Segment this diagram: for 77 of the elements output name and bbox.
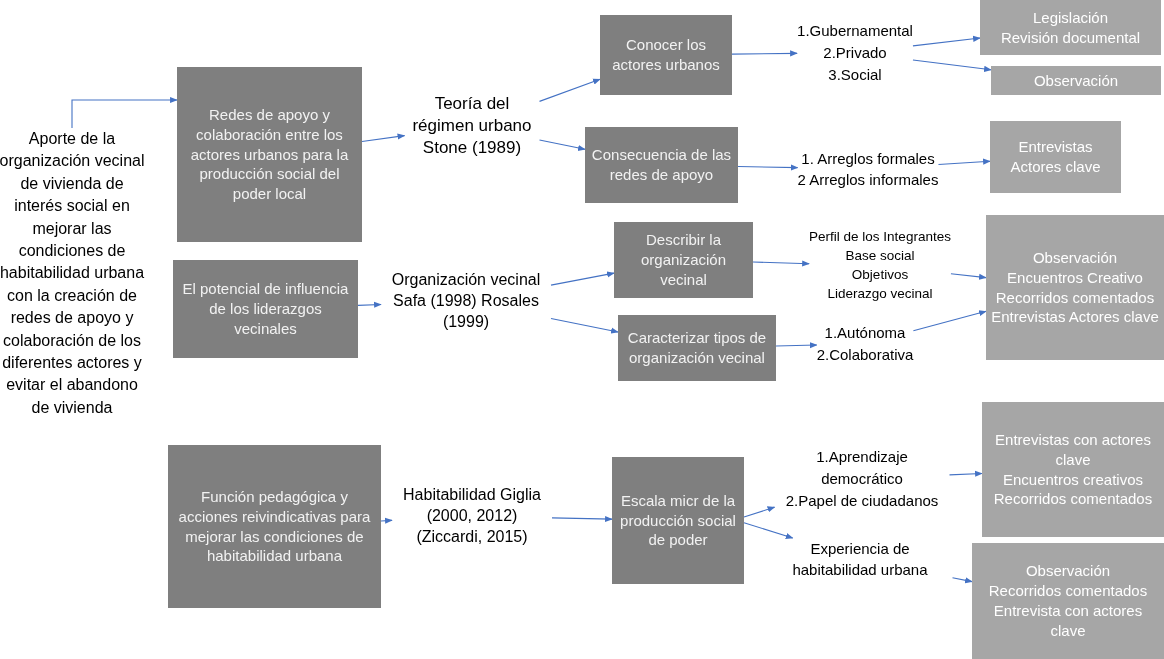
arrow (71, 96, 178, 129)
box-label: Consecuencia de las redes de apoyo (590, 145, 733, 185)
process-box (168, 445, 381, 608)
box-label: Función pedagógica y acciones reivindicativas para mejorar las condiciones de habitabilidad urbana (177, 486, 372, 567)
process-box (177, 67, 362, 242)
method-box (990, 121, 1121, 193)
arrow (737, 164, 799, 171)
arrow (912, 59, 992, 72)
box-label: El potencial de influencia de los liderazgos vecinales (181, 279, 350, 339)
arrow (752, 260, 810, 267)
diagram-text: Base social (844, 246, 916, 265)
box-label: Encuentros Creativo (1007, 267, 1143, 288)
box-label: Actores clave (1010, 157, 1101, 177)
process-box (612, 457, 744, 584)
box-label: Caracterizar tipos de organización vecinal (626, 328, 768, 368)
box-label: Redes de apoyo y colaboración entre los actores urbanos para la producción social del poder local (189, 105, 350, 204)
process-box (618, 315, 776, 381)
diagram-text: Aporte de la organización vecinal de vivienda de interés social en mejorar las condiciones de habitabilidad urbana con la creación de redes de apoyo y colaboración de los diferentes actores y evitar el abandono de vivienda (0, 129, 145, 418)
arrow (743, 522, 794, 539)
diagram-text: Perfil de los Integrantes (809, 228, 951, 246)
arrow (775, 342, 818, 349)
box-label: Observación (1032, 247, 1118, 268)
box-label: Escala micr de la producción social de poder (619, 490, 737, 551)
arrow (538, 139, 586, 151)
process-box (614, 222, 753, 298)
box-label: Encuentros creativos (1002, 469, 1144, 490)
box-label: Recorridos comentados (993, 489, 1153, 510)
box-label: Observación (1033, 70, 1119, 91)
box-label: Describir la organización vecinal (639, 230, 728, 290)
box-label: Recorridos comentados (988, 581, 1148, 601)
arrow (361, 133, 406, 143)
diagram-text: 1.Gubernamental (797, 21, 913, 41)
arrow (743, 506, 776, 518)
diagram-text: 2.Papel de ciudadanos (784, 490, 940, 511)
diagram-text: 2.Colaborativa (816, 344, 914, 365)
diagram-text: 1.Autónoma (823, 323, 907, 343)
diagram-text: 3.Social (827, 64, 883, 85)
diagram-text: Organización vecinal Safa (1998) Rosales (1999) (390, 270, 542, 332)
diagram-text: Teoría del régimen urbano Stone (1989) (411, 93, 533, 160)
box-label: Recorridos comentados (995, 287, 1155, 308)
diagram-text: Habitabilidad Giglia (2000, 2012) (Ziccardi, 2015) (402, 485, 542, 547)
diagram-text: Experiencia de habitabilidad urbana (791, 539, 929, 580)
method-box (991, 66, 1161, 95)
box-label: Legislación (1032, 7, 1109, 28)
box-label: Revisión documental (1000, 27, 1141, 48)
arrow (951, 577, 973, 584)
arrow (948, 470, 983, 477)
diagram-text: 2 Arreglos informales (797, 170, 939, 190)
arrow (551, 515, 613, 523)
arrow (550, 271, 615, 286)
arrow (937, 158, 991, 166)
diagram-text: Liderazgo vecinal (826, 284, 934, 303)
arrow (912, 35, 981, 47)
box-label: Entrevista con actores clave (992, 601, 1144, 641)
box-label: Entrevistas Actores clave (991, 307, 1159, 328)
box-label: Entrevistas con actores clave (994, 429, 1152, 470)
arrow (950, 273, 987, 280)
method-box (972, 543, 1164, 659)
arrow (550, 317, 619, 334)
arrow (357, 301, 382, 308)
arrow (912, 310, 987, 332)
diagram-text: 1. Arreglos formales (800, 149, 936, 169)
method-box (986, 215, 1164, 360)
box-label: Entrevistas (1018, 137, 1093, 157)
arrow (731, 50, 798, 57)
process-box (600, 15, 732, 95)
box-label: Conocer los actores urbanos (611, 35, 721, 75)
arrow (380, 517, 393, 524)
diagram-text: 2.Privado (822, 42, 888, 63)
diagram-text: Objetivos (850, 265, 910, 284)
method-box (980, 0, 1161, 55)
box-label: Observación (1025, 561, 1111, 582)
process-box (585, 127, 738, 203)
arrow (538, 78, 601, 102)
diagram-text: 1.Aprendizaje democrático (815, 447, 909, 489)
method-box (982, 402, 1164, 537)
process-box (173, 260, 358, 358)
